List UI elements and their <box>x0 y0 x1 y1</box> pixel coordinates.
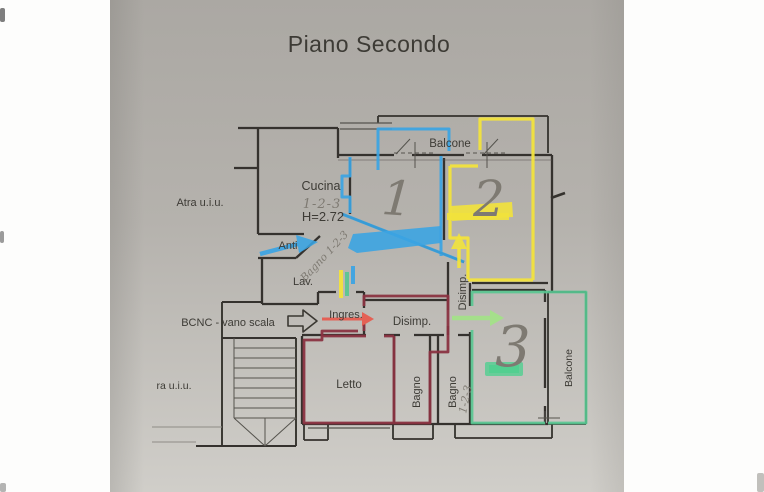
printed-labels: Balcone Cucina H=2.72 Atra u.i.u. Anti L… <box>156 138 575 408</box>
label-other-unit-bottom: ra u.i.u. <box>156 380 191 392</box>
label-letto: Letto <box>336 379 362 391</box>
green-arrow <box>452 310 504 326</box>
unit2-yellow-outline <box>339 117 535 298</box>
paper-left-shade <box>110 0 144 492</box>
handwritten-unit-1: 1 <box>380 170 414 228</box>
handwritten-bagno-units: 1-2-3 <box>456 384 475 415</box>
handwritten-unit-3: 3 <box>495 315 531 380</box>
unit1-blue-outline <box>259 127 465 284</box>
blue-marker-bar <box>348 226 441 253</box>
label-disimpegno: Disimp. <box>393 316 431 328</box>
label-bagno-right: Bagno <box>447 376 459 408</box>
red-entry-arrow <box>322 312 374 326</box>
dash-mark <box>550 191 566 200</box>
label-cucina: Cucina <box>302 179 341 193</box>
label-balcone-right: Balcone <box>563 349 575 387</box>
label-anti: Anti <box>279 240 298 252</box>
label-balcone-top: Balcone <box>429 138 471 150</box>
handwritten-cucina-units: 1-2-3 <box>303 197 342 212</box>
staircase <box>152 301 297 447</box>
paper-right-shade <box>590 0 624 492</box>
label-stairwell: BCNC - vano scala <box>181 317 275 329</box>
blue-arrow <box>259 235 318 257</box>
label-other-unit-top: Atra u.i.u. <box>176 197 223 209</box>
handwritten-unit-2: 2 <box>472 170 505 228</box>
hollow-entry-arrow <box>287 309 318 333</box>
label-bagno-left: Bagno <box>411 376 423 408</box>
label-ingresso: Ingres. <box>329 309 363 321</box>
apartment-red-outline <box>302 294 450 425</box>
yellow-arrow <box>451 233 467 268</box>
unit3-green-outline <box>452 290 588 425</box>
scan-artifacts <box>0 8 764 492</box>
label-disimpegno-corridor: Disimp. <box>457 274 469 311</box>
page-title: Piano Secondo <box>288 31 451 57</box>
label-ceiling-height: H=2.72 <box>302 209 344 224</box>
label-lav: Lav. <box>293 276 313 288</box>
